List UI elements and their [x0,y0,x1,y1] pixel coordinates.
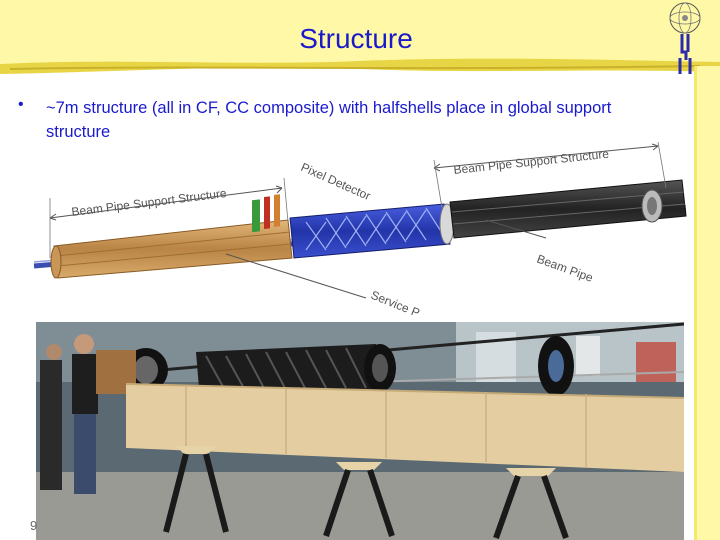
bullet-text: ~7m structure (all in CF, CC composite) … [46,99,612,141]
lab-photo [36,322,684,540]
label-pixel-detector: Pixel Detector [299,160,373,203]
pixel-detector [289,203,455,259]
right-decor-edge [694,66,697,540]
sawhorse [163,446,569,540]
header-band [0,0,720,66]
experiment-logo-icon [669,2,701,74]
label-text: Beam Pipe Support Structure [71,186,228,219]
right-decor-strip [696,66,720,540]
person-figure [40,334,98,494]
label-service-panels: Service P [225,253,422,320]
label-text: Pixel Detector [299,160,373,203]
header-brush-stroke [0,58,720,74]
wooden-support [125,383,684,472]
page-number: 9 [30,518,38,533]
slide-title: Structure [299,23,413,54]
structure-diagram: Beam Pipe Support Structure Beam Pipe Su… [33,141,687,320]
label-text: Beam Pipe Support Structure [453,147,610,177]
bullet-dot: • [18,96,24,113]
left-support-structure [50,194,293,279]
right-support-structure [449,179,687,239]
label-text: Service P [369,288,422,320]
label-text: Beam Pipe [535,252,595,285]
